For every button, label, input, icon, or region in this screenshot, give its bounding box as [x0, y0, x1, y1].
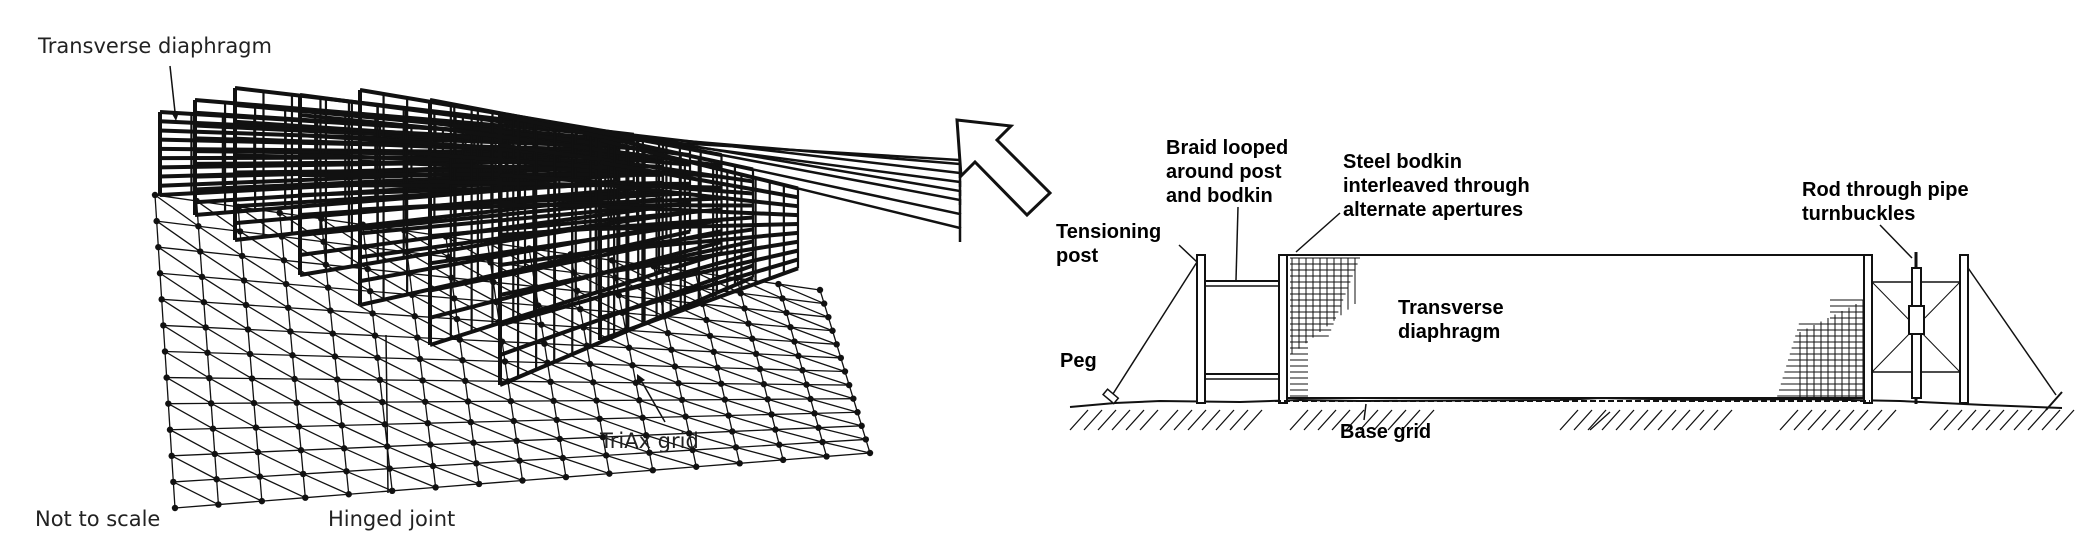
rod-leader: [1879, 224, 1913, 259]
label-bodkin-line1: Steel bodkin: [1343, 151, 1462, 173]
label-transverse-diaphragm: Transverse diaphragm: [37, 34, 272, 58]
bodkin-left: [1278, 254, 1288, 404]
diaphragm-mesh-left: [1290, 257, 1360, 397]
turnbuckle-assembly: [1871, 252, 1961, 404]
label-braid-line2: around post: [1166, 161, 1282, 183]
left-diagram: Transverse diaphragm TriAx grid Hinged j…: [35, 34, 1053, 531]
label-bodkin-line3: alternate apertures: [1343, 199, 1523, 221]
label-rod-line1: Rod through pipe: [1802, 179, 1969, 201]
label-base-grid: Base grid: [1340, 421, 1431, 443]
hinge-leader: [385, 334, 389, 494]
tension-post-right: [1959, 254, 1969, 404]
label-braid-line1: Braid looped: [1166, 137, 1288, 159]
label-peg: Peg: [1060, 350, 1097, 372]
label-braid-line3: and bodkin: [1166, 185, 1273, 207]
label-rod-line2: turnbuckles: [1802, 203, 1915, 225]
label-hinged-joint: Hinged joint: [328, 507, 455, 531]
triax-leader: [641, 381, 666, 423]
transverse-diaphragms: [158, 86, 962, 387]
diaphragm-mesh-right: [1777, 299, 1864, 398]
label-tensioning-post-line2: post: [1056, 245, 1099, 267]
bodkin-leader: [1295, 212, 1341, 253]
peg-right: [2045, 391, 2063, 411]
triax-grid-nodes: [151, 191, 874, 512]
label-not-to-scale: Not to scale: [35, 507, 160, 531]
diaphragm-leader: [169, 65, 176, 113]
post-leader: [1178, 244, 1198, 263]
tension-post-left: [1196, 254, 1206, 404]
direction-arrow-icon: [955, 118, 1053, 218]
guy-wire-right: [1965, 264, 2057, 396]
peg-left: [1102, 388, 1120, 405]
label-transverse-line2: diaphragm: [1398, 321, 1500, 343]
diaphragm-leader-arrow-icon: [171, 112, 179, 121]
label-triax-grid: TriAx grid: [599, 429, 699, 453]
label-tensioning-post-line1: Tensioning: [1056, 221, 1161, 243]
ground-hatching: [1069, 409, 2075, 431]
triax-leader-arrow-icon: [637, 374, 645, 385]
braid-leader: [1235, 206, 1239, 281]
right-diagram: [1069, 206, 2075, 431]
diaphragm-panel: [1286, 254, 1865, 399]
right-labels: Tensioning post Braid looped around post…: [1056, 137, 1969, 443]
guy-wire-left: [1110, 261, 1198, 398]
label-transverse-line1: Transverse: [1398, 297, 1504, 319]
bodkin-right: [1863, 254, 1873, 404]
base-grid-leader: [1363, 403, 1367, 421]
ground-surface: [1069, 396, 2063, 409]
label-bodkin-line2: interleaved through: [1343, 175, 1530, 197]
